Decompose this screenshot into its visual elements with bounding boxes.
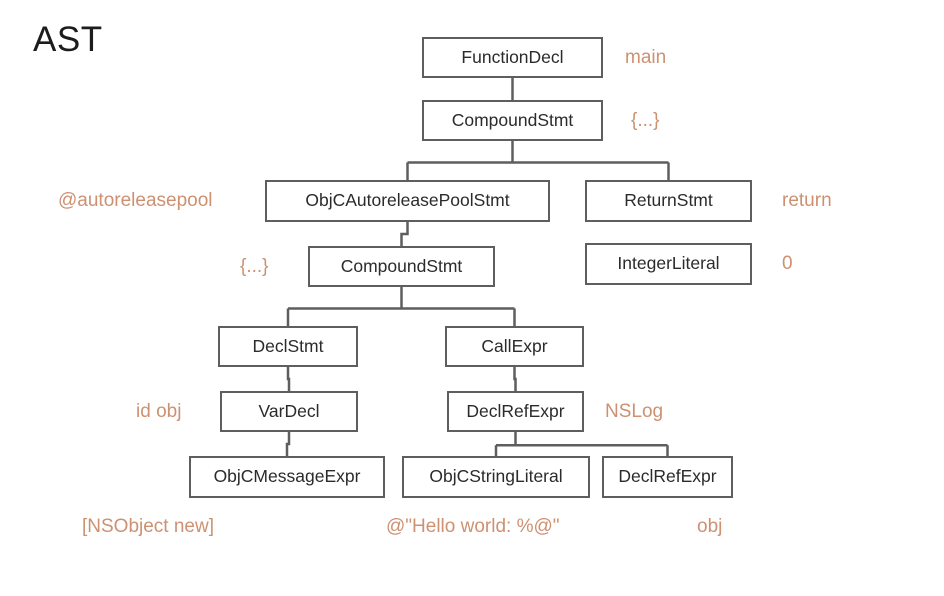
- ast-node-compoundstmt1[interactable]: CompoundStmt: [422, 100, 603, 141]
- ast-node-objcautoreleasepool[interactable]: ObjCAutoreleasePoolStmt: [265, 180, 550, 222]
- annot-main: main: [625, 47, 667, 68]
- edge-vardecl-to-objcmessageexpr: [285, 432, 291, 456]
- annot-obj: obj: [697, 516, 723, 537]
- annot-braces-1: {...}: [631, 110, 660, 131]
- annot-nslog: NSLog: [605, 401, 664, 422]
- annot-hello-world: @"Hello world: %@": [386, 516, 560, 537]
- ast-node-vardecl[interactable]: VarDecl: [220, 391, 358, 432]
- ast-node-callexpr[interactable]: CallExpr: [445, 326, 584, 367]
- ast-node-objcmessageexpr[interactable]: ObjCMessageExpr: [189, 456, 385, 498]
- annot-return: return: [782, 190, 832, 211]
- ast-node-compoundstmt2[interactable]: CompoundStmt: [308, 246, 495, 287]
- annot-braces-2: {...}: [240, 256, 269, 277]
- ast-node-returnstmt[interactable]: ReturnStmt: [585, 180, 752, 222]
- edge-declstmt-to-vardecl: [286, 367, 291, 391]
- edge-objcautoreleasepool-to-compoundstmt2: [400, 222, 409, 246]
- ast-node-functiondecl[interactable]: FunctionDecl: [422, 37, 603, 78]
- ast-node-objcstringliteral[interactable]: ObjCStringLiteral: [402, 456, 590, 498]
- ast-node-declrefexpr2[interactable]: DeclRefExpr: [602, 456, 733, 498]
- page-title: AST: [33, 20, 103, 59]
- ast-node-declrefexpr1[interactable]: DeclRefExpr: [447, 391, 584, 432]
- ast-node-declstmt[interactable]: DeclStmt: [218, 326, 358, 367]
- annot-id-obj: id obj: [136, 401, 182, 422]
- annot-nsobject-new: [NSObject new]: [82, 516, 214, 537]
- annot-autoreleasepool: @autoreleasepool: [58, 190, 213, 211]
- edge-callexpr-to-declrefexpr1: [513, 367, 517, 391]
- annot-zero: 0: [782, 253, 793, 274]
- ast-node-integerliteral[interactable]: IntegerLiteral: [585, 243, 752, 285]
